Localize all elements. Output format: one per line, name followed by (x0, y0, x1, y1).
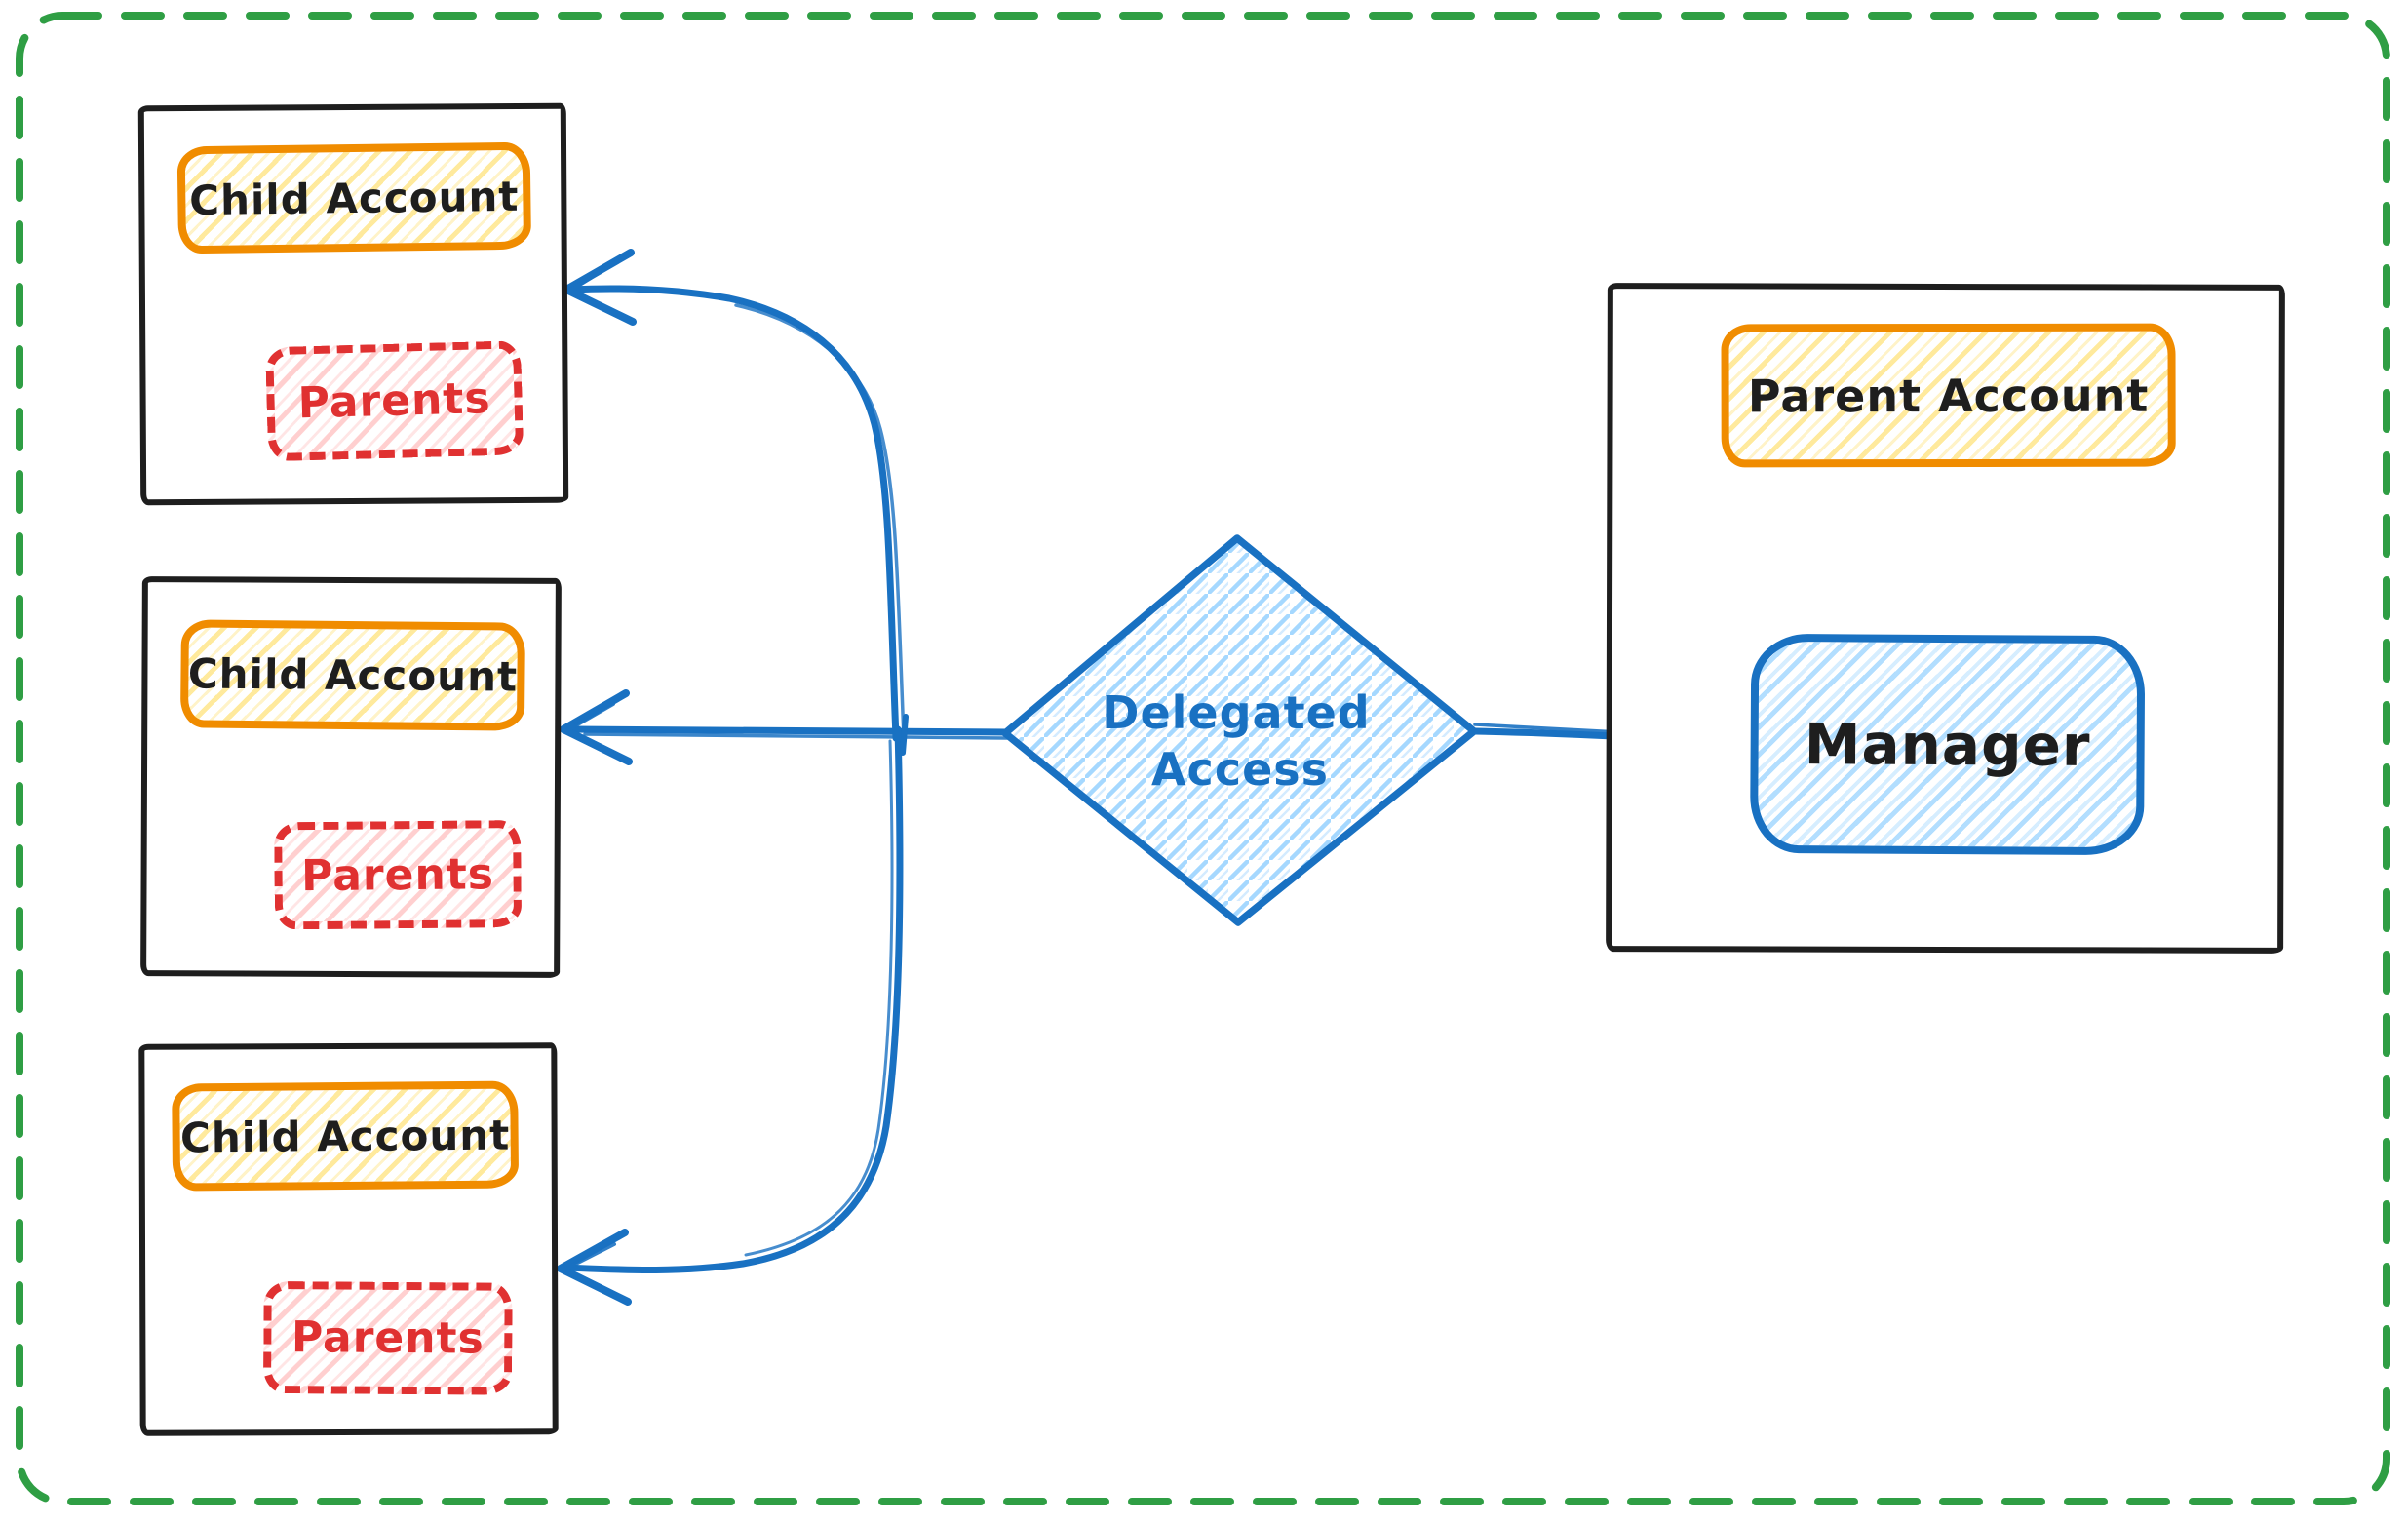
child-account-box-1: Child Account Parents (137, 102, 569, 506)
diamond-label-line2: Access (1151, 743, 1329, 796)
edge-diamond-to-child-bottom (557, 725, 904, 1306)
edge-diamond-to-child-middle (560, 689, 1011, 765)
edge-diamond-to-child-top (563, 249, 906, 742)
diamond-label-line1: Delegated (1102, 686, 1370, 739)
child-account-label: Child Account (176, 141, 532, 254)
parents-label: Parents (265, 340, 524, 462)
parents-text: Parents (300, 848, 495, 901)
manager-text: Manager (1804, 710, 2091, 779)
parent-account-box: Parent Account Manager (1606, 283, 2285, 954)
parents-text: Parents (297, 373, 492, 429)
parents-label: Parents (274, 819, 523, 930)
delegated-access-diamond (1001, 534, 1478, 926)
child-account-box-2: Child Account Parents (140, 576, 562, 978)
parents-text: Parents (291, 1312, 485, 1364)
child-account-label: Child Account (172, 1080, 520, 1192)
parent-account-title: Parent Account (1747, 369, 2150, 422)
child-account-title: Child Account (187, 649, 519, 701)
parent-account-label: Parent Account (1721, 323, 2176, 468)
child-account-title: Child Account (188, 172, 520, 224)
child-account-title: Child Account (179, 1111, 511, 1161)
child-account-box-3: Child Account Parents (138, 1042, 559, 1436)
junction-tick (900, 714, 909, 756)
parents-label: Parents (262, 1280, 513, 1395)
manager-node: Manager (1749, 633, 2146, 856)
child-account-label: Child Account (179, 619, 525, 731)
